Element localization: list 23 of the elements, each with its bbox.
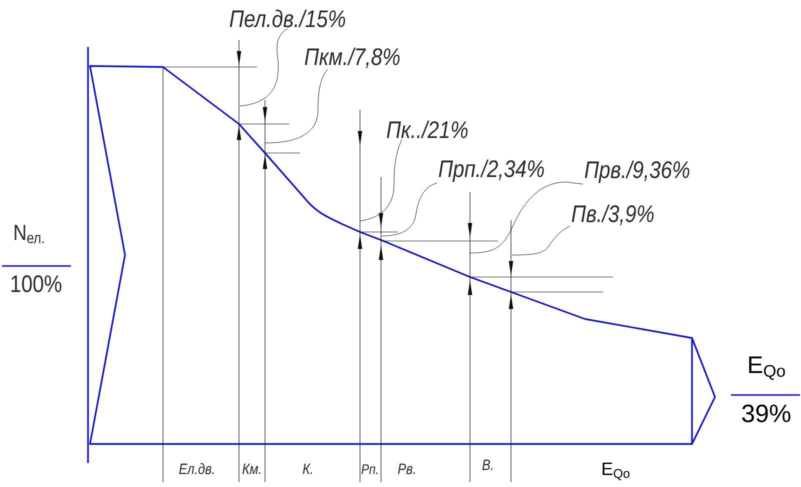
leader-line xyxy=(382,182,438,236)
section-label: К. xyxy=(302,464,312,474)
symbol-label: N$_{ел.}$ xyxy=(14,224,44,244)
symbol-label: E$_{Qo}$ xyxy=(749,356,785,380)
loss-label: Прв./9,36% xyxy=(584,160,690,183)
loss-label: Пкм./7,8% xyxy=(304,48,400,68)
section-label: В. xyxy=(482,460,492,470)
loss-label: Пел.дв./15% xyxy=(230,10,346,28)
section-label: Ел.дв. xyxy=(179,463,214,474)
section-label: Км. xyxy=(242,464,260,474)
loss-label: Пк../21% xyxy=(386,120,468,138)
percent-label: 100% xyxy=(11,275,62,292)
leader-line xyxy=(360,139,402,222)
leader-line xyxy=(264,69,328,144)
leader-line xyxy=(240,28,288,106)
leader-line xyxy=(512,226,570,256)
loss-label: Пв./3,9% xyxy=(572,204,654,226)
section-label: Рп. xyxy=(361,464,378,474)
percent-label: 39% xyxy=(742,404,790,422)
symbol-label: E$_{Qo}$ xyxy=(602,462,630,480)
loss-label: Прп./2,34% xyxy=(438,160,544,182)
section-label: Рв. xyxy=(398,464,415,474)
leader-line xyxy=(470,182,584,254)
